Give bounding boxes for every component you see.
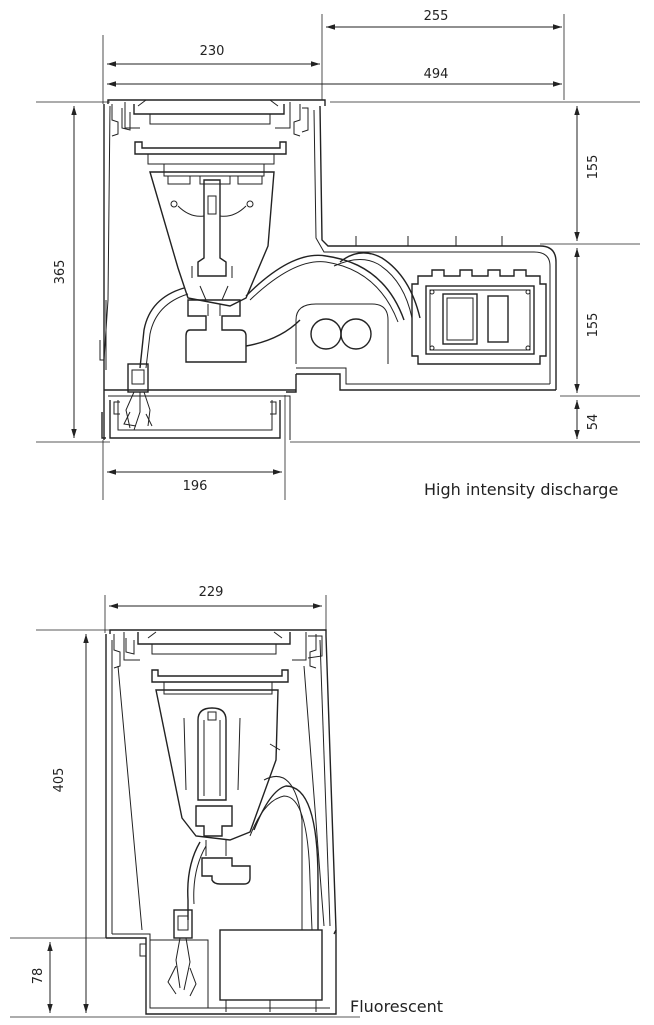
fluorescent-dim-229: 229 (199, 585, 224, 600)
hid-dim-494: 494 (424, 67, 449, 82)
hid-dim-230: 230 (200, 44, 225, 59)
hid-wires (139, 252, 421, 369)
hid-dim-196: 196 (183, 479, 208, 494)
hid-dim-155-lower: 155 (586, 313, 601, 338)
fluorescent-diagram: 229 405 78 (10, 585, 443, 1018)
fluorescent-dim-78: 78 (31, 968, 46, 985)
fluorescent-caption: Fluorescent (350, 997, 443, 1016)
hid-diagram: 230 255 494 365 155 155 54 196 (36, 9, 640, 500)
hid-dim-365: 365 (53, 260, 68, 285)
fluorescent-wires (187, 775, 319, 931)
fluorescent-housing (105, 629, 337, 938)
hid-extension-lines (36, 14, 640, 500)
hid-ballast (411, 269, 547, 365)
hid-dimension-lines (71, 24, 580, 475)
hid-caption: High intensity discharge (424, 480, 618, 499)
hid-reflector (134, 141, 287, 363)
hid-dim-255: 255 (424, 9, 449, 24)
fluorescent-dim-405: 405 (52, 768, 67, 793)
hid-base (101, 363, 297, 440)
fluorescent-base (106, 909, 337, 1015)
hid-dim-54: 54 (586, 414, 601, 431)
fluorescent-reflector (151, 669, 289, 885)
hid-capacitors (295, 303, 389, 364)
hid-dim-155-upper: 155 (586, 155, 601, 180)
fluorescent-extension-lines (10, 595, 360, 1018)
fluorescent-dimension-lines (47, 603, 322, 1013)
hid-housing (99, 99, 557, 440)
